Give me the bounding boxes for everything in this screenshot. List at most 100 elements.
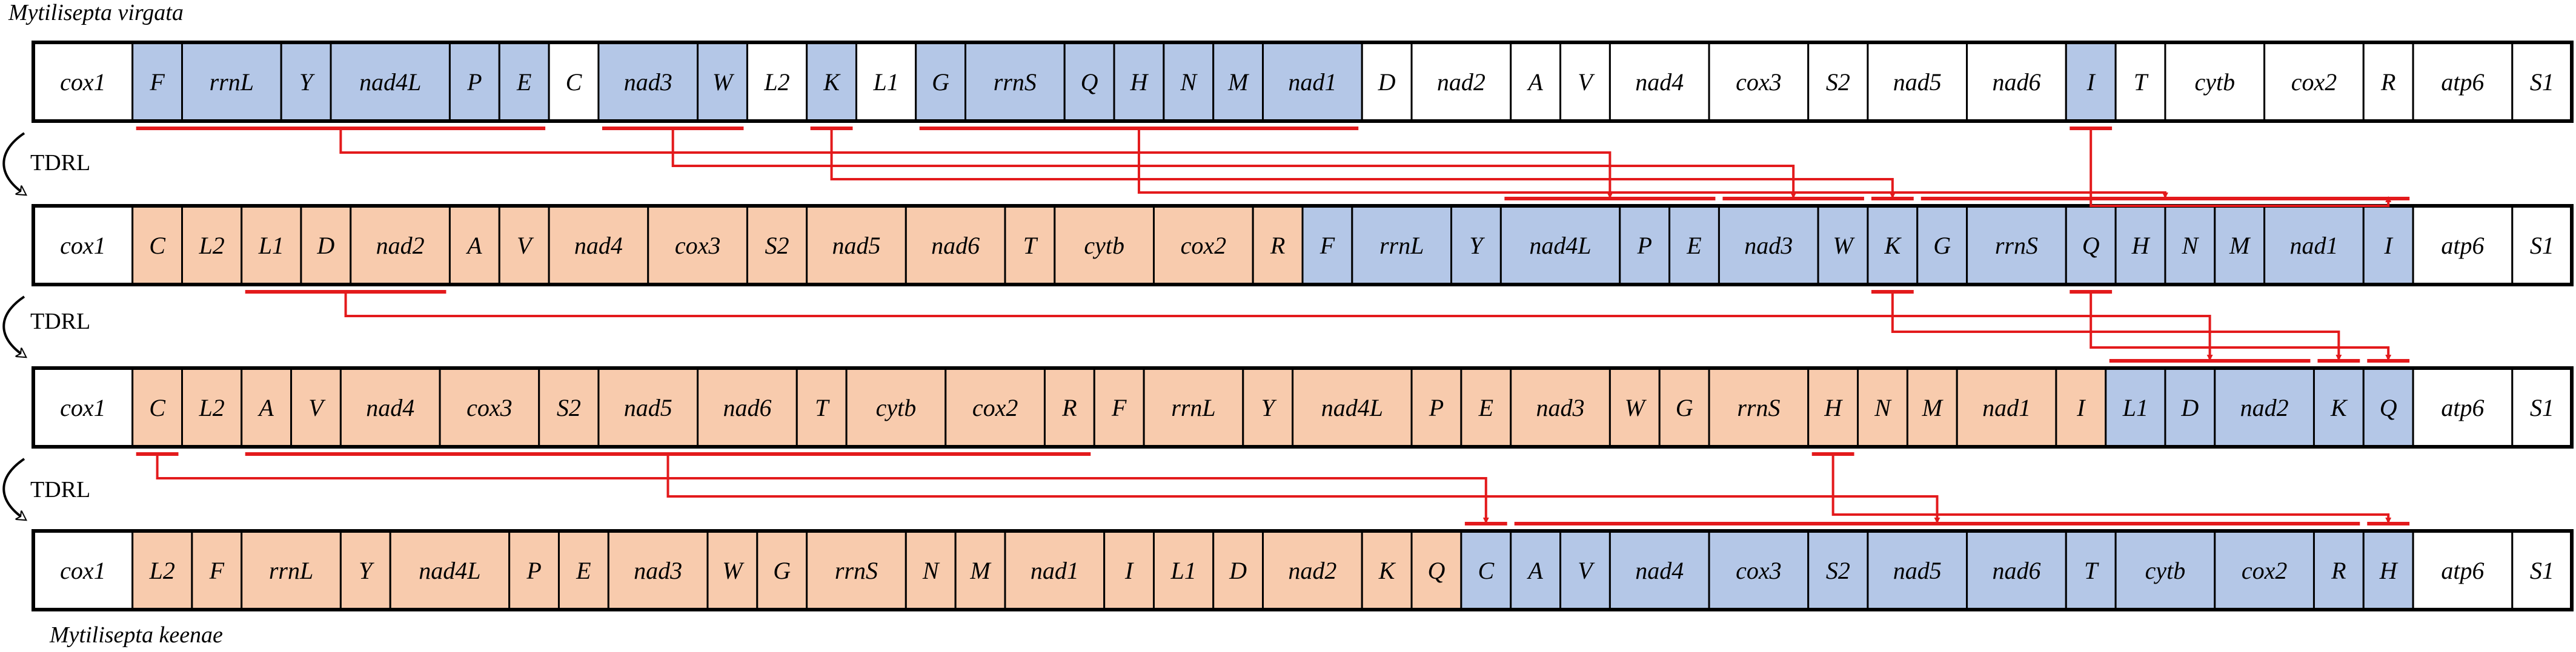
gene-label: nad2 [376,232,425,259]
gene-label: H [2131,232,2151,259]
rearrangement-arrow [1137,128,2168,199]
rearrangement-arrow [1891,292,2342,361]
gene-label: C [1478,557,1495,584]
gene-box [597,367,699,448]
gene-label: nad3 [634,557,682,584]
gene-label: D [316,232,334,259]
gene-box [2511,205,2573,286]
gene-box [1708,367,1810,448]
gene-label: S1 [2530,68,2554,96]
species-label-keenae: Mytilisepta keenae [50,622,223,648]
gene-box [597,41,699,122]
species-label-virgata: Mytilisepta virgata [8,0,184,25]
rearrangement-arrow [671,128,1797,199]
gene-label: W [712,68,735,96]
gene-label: nad4 [574,232,623,259]
gene-label: L2 [198,232,224,259]
tdrl-curve-arrow [2,295,24,356]
gene-box [1410,367,1462,448]
gene-label: N [1180,68,1198,96]
gene-label: H [1824,394,1843,421]
gene-label: S1 [2530,394,2554,421]
gene-box [2164,41,2266,122]
gene-box [2114,41,2166,122]
gene-box [2263,205,2365,286]
gene-box [241,205,302,286]
gene-label: K [1378,557,1396,584]
gene-label: L2 [763,68,789,96]
gene-label: Y [1261,394,1277,421]
gene-label: L1 [1170,557,1196,584]
gene-label: cox2 [2291,68,2337,96]
gene-label: T [1023,232,1038,259]
gene-label: C [566,68,583,96]
gene-label: Y [299,68,315,96]
gene-label: nad6 [723,394,771,421]
gene-label: V [517,232,534,259]
gene-label: atp6 [2441,232,2484,259]
gene-label: A [465,232,482,259]
gene-box [2511,367,2573,448]
gene-label: K [823,68,841,96]
rearrangement-arrow [344,292,2213,361]
gene-label: A [1526,68,1543,96]
gene-box [2065,530,2117,611]
gene-box [1262,41,1363,122]
gene-box [280,41,332,122]
gene-box [181,41,282,122]
gene-label: cox3 [675,232,721,259]
gene-label: R [1270,232,1285,259]
gene-box [2412,530,2514,611]
gene-label: N [2182,232,2200,259]
gene-label: S2 [557,394,581,421]
gene-label: nad1 [2289,232,2338,259]
gene-box [1510,41,1562,122]
gene-box [964,41,1066,122]
rearrangement-arrow [2090,292,2392,361]
gene-label: E [516,68,531,96]
gene-label: nad3 [624,68,672,96]
gene-box [1807,41,1869,122]
gene-label: nad1 [1288,68,1336,96]
gene-box [350,205,451,286]
gene-label: atp6 [2441,68,2484,96]
gene-label: Y [1469,232,1485,259]
gene-label: nad6 [1992,557,2040,584]
gene-label: S2 [765,232,789,259]
gene-label: F [209,557,225,584]
gene-box [2412,205,2514,286]
gene-box [2312,530,2365,611]
gene-box [706,530,759,611]
gene-label: F [1320,232,1335,259]
gene-box [1292,367,1413,448]
gene-label: G [1933,232,1951,259]
gene-box [2065,205,2117,286]
gene-label: L1 [2122,394,2148,421]
gene-box [1708,41,1810,122]
gene-label: nad2 [2240,394,2289,421]
gene-box [548,41,600,122]
gene-label: T [815,394,830,421]
gene-box [1867,205,1919,286]
gene-box [806,41,857,122]
gene-label: cox1 [60,394,106,421]
gene-label: atp6 [2441,557,2484,584]
gene-label: cox1 [60,68,106,96]
gene-label: E [576,557,591,584]
gene-label: L2 [149,557,175,584]
gene-label: V [1578,68,1595,96]
gene-label: nad5 [832,232,880,259]
gene-label: Q [1081,68,1098,96]
rearrangement-arrow [156,454,1489,524]
gene-label: nad5 [1893,557,1942,584]
rearrangement-arrow [666,454,1940,524]
gene-box [2362,367,2414,448]
gene-label: M [1227,68,1250,96]
genome-row-frame [32,529,2574,611]
gene-label: nad1 [1982,394,2031,421]
gene-box [1608,530,1710,611]
gene-box [1262,530,1363,611]
gene-box [1510,367,1611,448]
gene-box [2105,367,2166,448]
gene-box [905,530,957,611]
